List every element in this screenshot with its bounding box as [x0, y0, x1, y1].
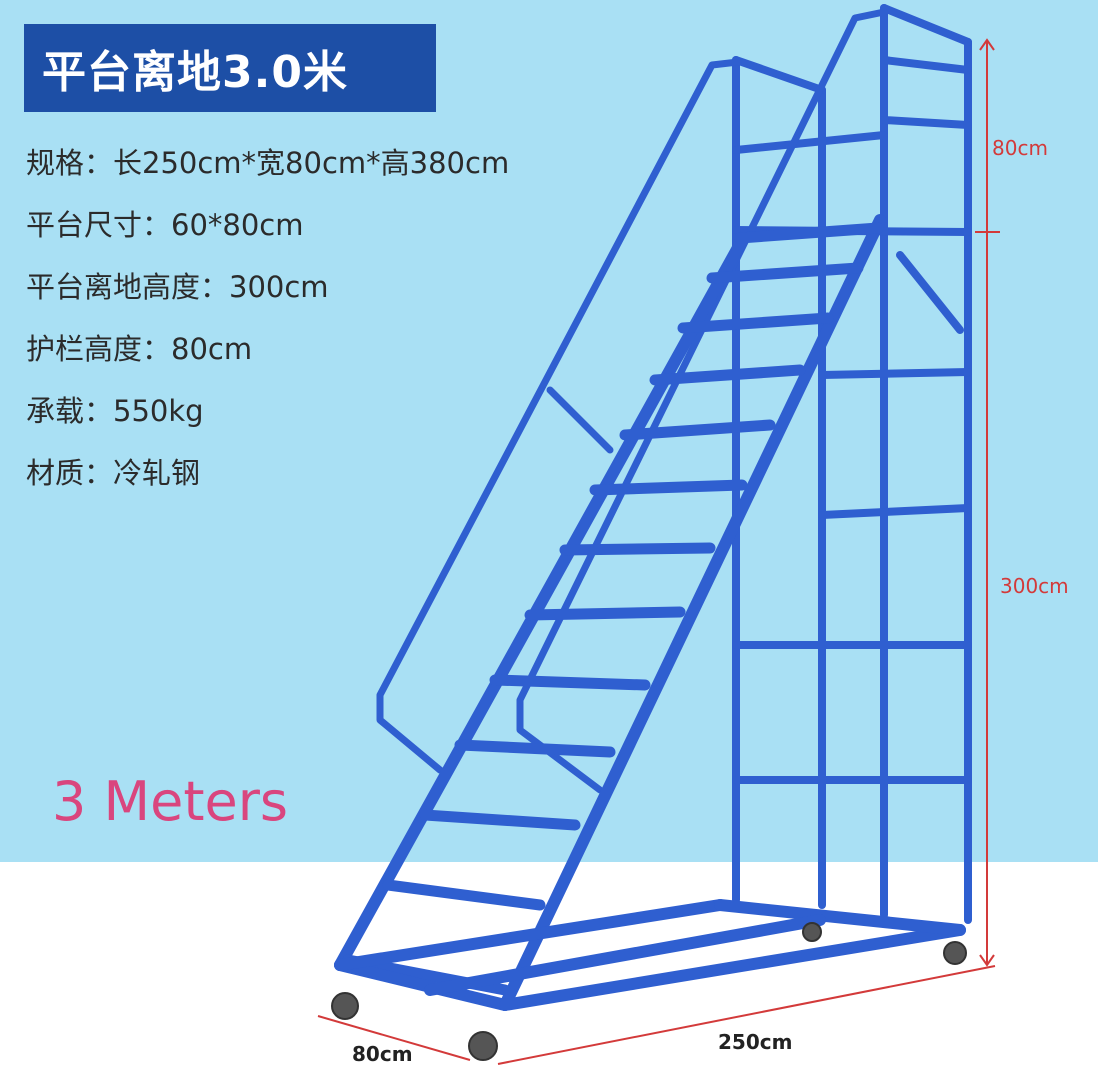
bottom-dimension-lines: [317, 965, 996, 1065]
spec-list: 规格：长250cm*宽80cm*高380cm 平台尺寸：60*80cm 平台离地…: [26, 140, 606, 512]
spec-size: 规格：长250cm*宽80cm*高380cm: [26, 146, 510, 180]
title-banner: 平台离地3.0米: [24, 24, 436, 112]
spec-platform-size: 平台尺寸：60*80cm: [26, 208, 304, 242]
dimension-platform-height-label: 300cm: [1000, 574, 1069, 598]
ladder-handrails: [376, 8, 888, 794]
spec-guardrail-height: 护栏高度：80cm: [26, 332, 253, 366]
background-sky: [0, 0, 1098, 862]
dimension-guardrail-label: 80cm: [992, 136, 1048, 160]
spec-load: 承载：550kg: [26, 394, 204, 428]
title-text: 平台离地3.0米: [42, 47, 348, 98]
spec-material: 材质：冷轧钢: [26, 456, 201, 490]
meters-label: 3 Meters: [52, 770, 289, 833]
dimension-length-label: 250cm: [718, 1030, 793, 1054]
dimension-width-label: 80cm: [352, 1042, 413, 1066]
vertical-dimension-line: [975, 38, 1000, 967]
ladder-stringers: [334, 214, 886, 1011]
ladder-base: [334, 899, 966, 1011]
ladder-tower: [732, 4, 972, 924]
spec-platform-height: 平台离地高度：300cm: [26, 270, 329, 304]
caster-wheels: [331, 922, 967, 1061]
